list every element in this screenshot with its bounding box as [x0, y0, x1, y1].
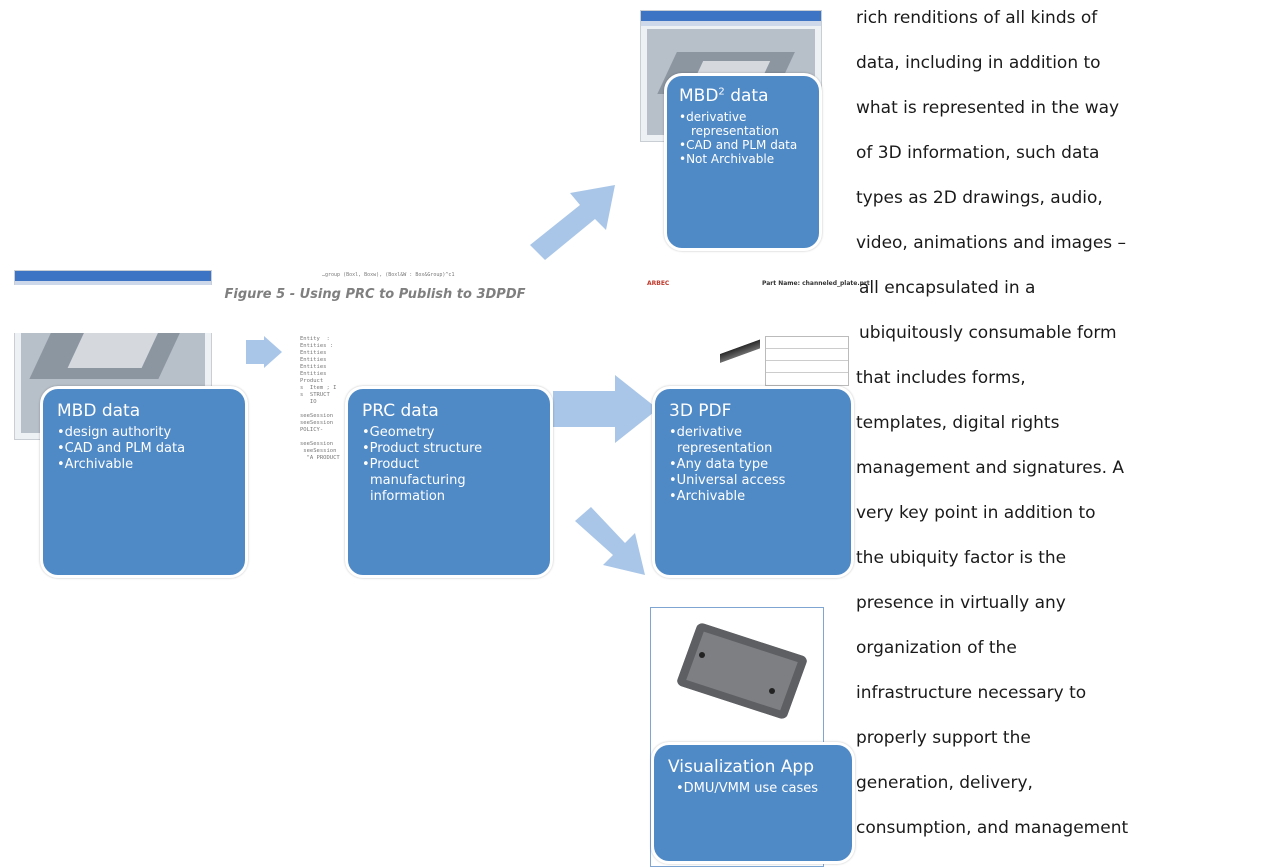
caption-band	[0, 285, 650, 333]
body-line: rich renditions of all kinds of	[856, 8, 1098, 28]
body-line: video, animations and images –	[856, 233, 1127, 253]
body-line: all encapsulated in a	[859, 278, 1036, 298]
body-line: presence in virtually any	[856, 593, 1066, 613]
body-line: types as 2D drawings, audio,	[856, 188, 1103, 208]
arrow-to-mbd2	[530, 185, 615, 260]
pdf-part-image	[720, 336, 760, 366]
pdf-item: Universal access	[669, 473, 837, 489]
mbd-box: MBD data design authority CAD and PLM da…	[40, 386, 248, 578]
mbd2-item: derivative representation	[679, 110, 807, 138]
body-line: the ubiquity factor is the	[856, 548, 1067, 568]
body-line: organization of the	[856, 638, 1017, 658]
mbd2-box: MBD2 data derivative representation CAD …	[664, 73, 822, 251]
mbd2-item: CAD and PLM data	[679, 138, 807, 152]
body-line: ubiquitously consumable form	[859, 323, 1117, 343]
body-line: very key point in addition to	[856, 503, 1096, 523]
body-line: infrastructure necessary to	[856, 683, 1087, 703]
prc-item: Product structure	[362, 441, 536, 457]
body-line: data, including in addition to	[856, 53, 1101, 73]
mbd-item: Archivable	[57, 457, 231, 473]
prc-box: PRC data Geometry Product structure Prod…	[345, 386, 553, 578]
mbd-item: design authority	[57, 425, 231, 441]
body-line: consumption, and management	[856, 818, 1129, 838]
arrow-prc-to-pdf	[553, 375, 658, 443]
prc-title: PRC data	[362, 401, 439, 421]
prc-item: Geometry	[362, 425, 536, 441]
mbd-item: CAD and PLM data	[57, 441, 231, 457]
pdf-title: 3D PDF	[669, 401, 732, 421]
mbd2-title: MBD2 data	[679, 86, 769, 106]
arrow-to-visualization	[575, 507, 645, 575]
body-line: that includes forms,	[856, 368, 1026, 388]
part-name-label: Part Name: channeled_plate.prt	[762, 280, 870, 287]
pdf-title-block	[765, 336, 849, 386]
pdf-item: Any data type	[669, 457, 837, 473]
body-line: properly support the	[856, 728, 1031, 748]
pdf-box: 3D PDF derivative representation Any dat…	[652, 386, 854, 578]
body-line: of 3D information, such data	[856, 143, 1100, 163]
body-line: generation, delivery,	[856, 773, 1033, 793]
visualization-box: Visualization App DMU/VMM use cases	[651, 742, 855, 864]
prc-code-snippet: Entity : Entities : Entities Entities En…	[300, 336, 340, 461]
pdf-item: Archivable	[669, 489, 837, 505]
arbec-logo: ARBEC	[647, 280, 670, 287]
body-line: management and signatures. A	[856, 458, 1125, 478]
mbd2-item: Not Archivable	[679, 152, 807, 166]
body-line: templates, digital rights	[856, 413, 1060, 433]
mbd-title: MBD data	[57, 401, 141, 421]
pdf-item: derivative representation	[669, 425, 827, 457]
visualization-item: DMU/VMM use cases	[668, 781, 838, 797]
code-top-snippet: …group (Boxl, Boxw), (Boxl&W : Box&Group…	[322, 272, 455, 278]
visualization-title: Visualization App	[668, 757, 814, 777]
figure-caption: Figure 5 - Using PRC to Publish to 3DPDF	[224, 287, 526, 302]
prc-item: Product manufacturing information	[362, 457, 490, 505]
body-line: what is represented in the way	[856, 98, 1120, 118]
arrow-mbd-to-prc	[246, 336, 282, 368]
